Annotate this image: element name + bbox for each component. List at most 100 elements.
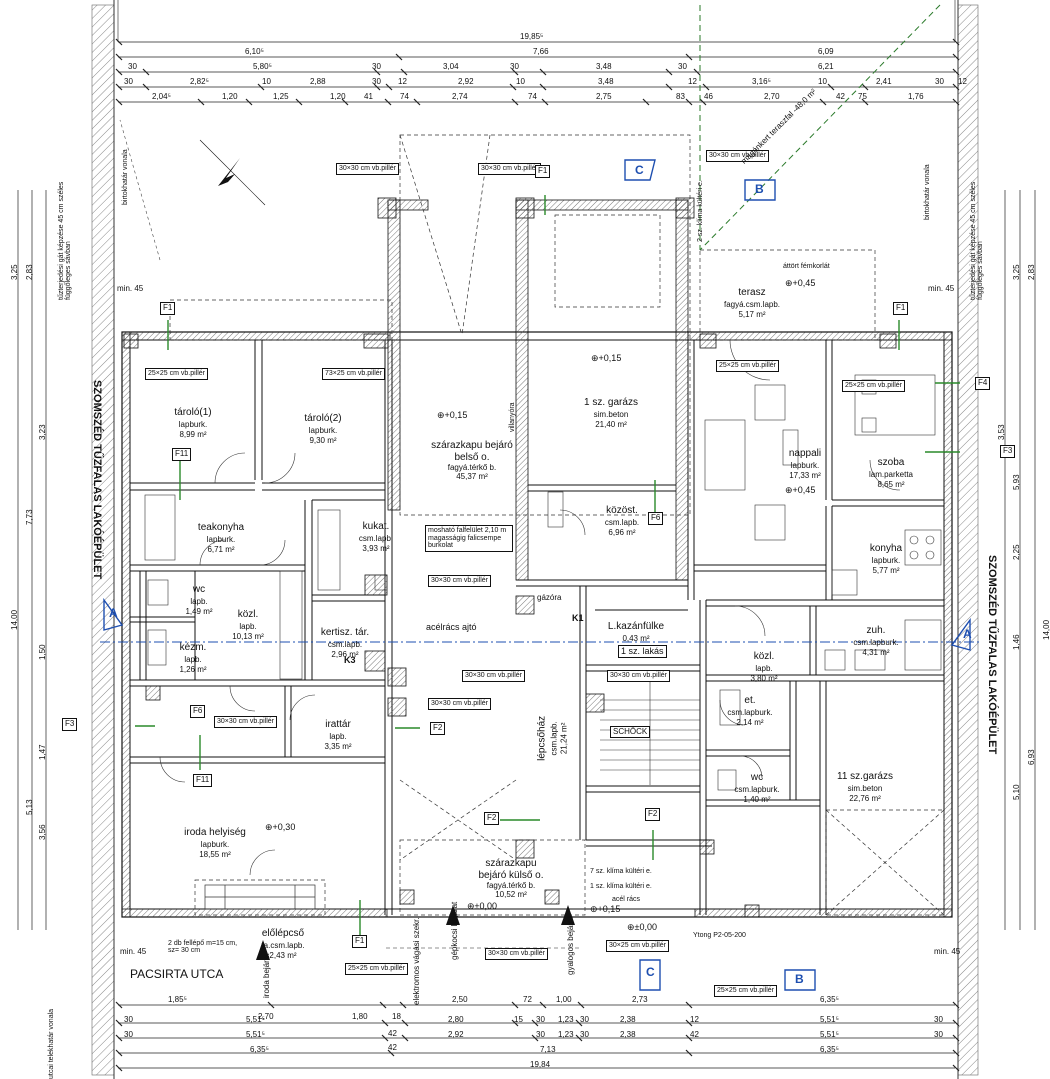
pillar-label: 73×25 cm vb.pillér xyxy=(322,368,386,380)
room-label: közöst.csm.lapb.6,96 m² xyxy=(604,505,640,537)
dim-r3-6: 2,92 xyxy=(458,77,474,86)
climate-unit-label: 2 sz. klíma kültéri e. xyxy=(697,180,704,242)
dim-b1-1: 2,70 xyxy=(258,1012,274,1021)
section-mark-c: C xyxy=(646,965,655,979)
section-mark-a: A xyxy=(109,606,118,620)
gate-label: acélrács ajtó xyxy=(426,622,477,632)
thick-walls xyxy=(121,199,953,918)
dim-r2-3: 3,04 xyxy=(443,62,459,71)
section-mark-b: B xyxy=(755,182,764,196)
dim-r4-2: 1,25 xyxy=(273,92,289,101)
dim-r3-10: 3,16⁵ xyxy=(752,77,771,86)
dim-r2-2: 30 xyxy=(372,62,381,71)
dim-b1-0: 1,85⁵ xyxy=(168,995,187,1004)
pillar-label: 25×25 cm vb.pillér xyxy=(145,368,209,380)
dim-r4-6: 2,74 xyxy=(452,92,468,101)
pillar-label: 30×30 cm vb.pillér xyxy=(607,670,671,682)
room-label: kertisz. tár.csm.lapb.2,96 m² xyxy=(320,627,370,659)
dim-b4-0: 6,35⁵ xyxy=(250,1045,269,1054)
pillar-label: 25×25 cm vb.pillér xyxy=(345,963,409,975)
pillars xyxy=(123,197,897,918)
ytong-label: Ytong P2-05-200 xyxy=(693,932,746,939)
dim-left-7: 5,13 xyxy=(25,799,34,815)
tag-f3: F3 xyxy=(1000,445,1016,458)
level-mark: +0,15 xyxy=(437,410,468,421)
car-entrance-label: gépkocsi bejárat xyxy=(450,901,459,960)
tag-f6: F6 xyxy=(190,705,206,718)
pedestrian-entrance-label: gyalogos bejárat xyxy=(566,916,575,975)
dim-r3-0: 30 xyxy=(124,77,133,86)
dim-r4-12: 42 xyxy=(836,92,845,101)
schock-label: SCHÖCK xyxy=(610,726,651,738)
dim-right-2: 3,53 xyxy=(997,424,1006,440)
dim-r4-5: 74 xyxy=(400,92,409,101)
dim-b2-1: 5,51⁵ xyxy=(246,1015,265,1024)
room-label: közl.lapb.3,80 m² xyxy=(750,651,778,683)
dim-left-0: 3,25 xyxy=(10,264,19,280)
dim-r4-10: 46 xyxy=(704,92,713,101)
dim-r3-1: 2,82⁵ xyxy=(190,77,209,86)
electric-cabinet-label: elektromos vágási szekr. xyxy=(412,917,421,1005)
wall-note: mosható falfelület 2,10 m magasságig fal… xyxy=(425,525,513,553)
section-mark-b: B xyxy=(795,972,804,986)
dim-left-2: 3,23 xyxy=(38,424,47,440)
level-mark: ±0,00 xyxy=(467,901,497,912)
dim-r4-8: 2,75 xyxy=(596,92,612,101)
dim-r3-12: 2,41 xyxy=(876,77,892,86)
fire-note-right: tűzterjedési gát képzése 45 cm széles fü… xyxy=(970,181,984,300)
neighbor-left-label: SZOMSZÉD TŰZFALAS LAKÓÉPÜLET xyxy=(91,380,103,580)
dim-top-1: 6,10⁵ xyxy=(245,47,264,56)
dim-b2-4: 15 xyxy=(514,1015,523,1024)
pillar-label: 25×25 cm vb.pillér xyxy=(716,360,780,372)
min-distance-label: min. 45 xyxy=(934,947,961,956)
pillar-label: 30×30 cm vb.pillér xyxy=(462,670,526,682)
climate-unit-label: 7 sz. klíma kültéri e. xyxy=(590,868,652,875)
dim-left-5: 1,50 xyxy=(38,644,47,660)
dim-r4-0: 2,04⁵ xyxy=(152,92,171,101)
pillar-label: 30×30 cm vb.pillér xyxy=(336,163,400,175)
section-mark-a: A xyxy=(963,627,972,641)
interior-walls xyxy=(130,340,944,915)
dim-right-5: 1,46 xyxy=(1012,634,1021,650)
dim-b2-10: 5,51⁵ xyxy=(820,1015,839,1024)
dim-b3-10: 30 xyxy=(934,1030,943,1039)
dim-r4-9: 83 xyxy=(676,92,685,101)
dim-b3-5: 1,23 xyxy=(558,1030,574,1039)
dim-left-8: 3,56 xyxy=(38,824,47,840)
top-dimension-lines xyxy=(118,41,955,103)
pillar-label: 30×30 cm vb.pillér xyxy=(706,150,770,162)
dim-total-top: 19,85⁵ xyxy=(520,32,544,41)
level-mark: +0,45 xyxy=(785,278,816,289)
dim-r2-5: 3,48 xyxy=(596,62,612,71)
north-arrow-icon xyxy=(199,139,266,206)
tag-f1: F1 xyxy=(893,302,909,315)
tag-k3: K3 xyxy=(344,655,356,665)
pillar-label: 25×25 cm vb.pillér xyxy=(714,985,778,997)
tag-f4: F4 xyxy=(975,377,991,390)
dim-left-6: 1,47 xyxy=(38,744,47,760)
tag-f2: F2 xyxy=(484,812,500,825)
tag-f11: F11 xyxy=(172,448,192,461)
dim-b1-2: 1,80 xyxy=(352,1012,368,1021)
dim-b3-6: 30 xyxy=(580,1030,589,1039)
dim-left-1: 2,83 xyxy=(25,264,34,280)
dim-right-0: 3,25 xyxy=(1012,264,1021,280)
dim-r4-3: 1,20 xyxy=(330,92,346,101)
boundary-note-top-left: birtokhatár vonala xyxy=(122,149,129,205)
room-label: zuh.csm.lapburk.4,31 m² xyxy=(853,625,899,657)
section-markers xyxy=(103,159,971,991)
dim-right-3: 5,93 xyxy=(1012,474,1021,490)
dim-r4-14: 1,76 xyxy=(908,92,924,101)
level-mark: +0,45 xyxy=(785,485,816,496)
